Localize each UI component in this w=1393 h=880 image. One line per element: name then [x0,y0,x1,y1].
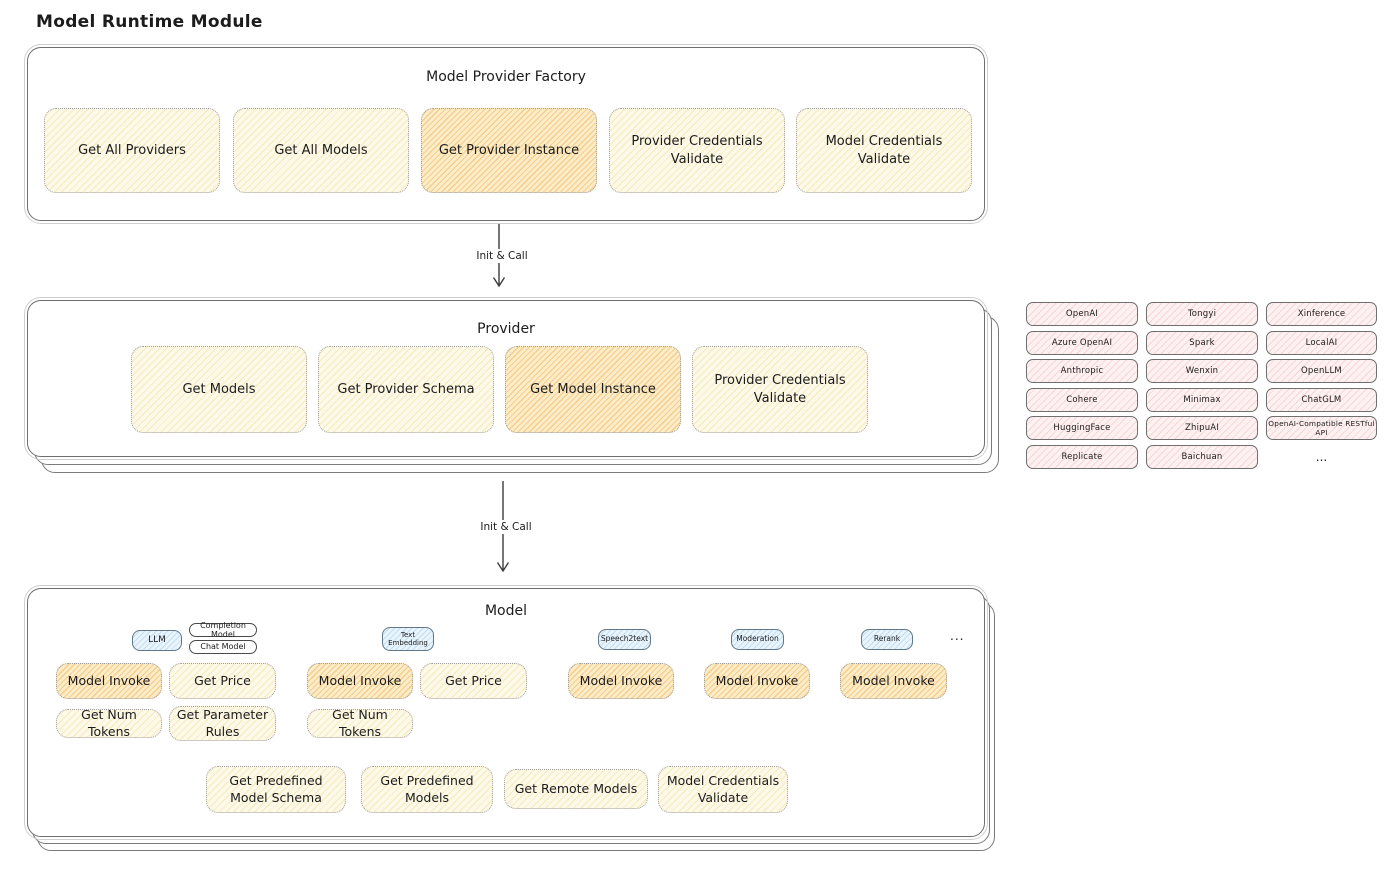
common-get-predefined-model-schema: Get Predefined Model Schema [206,766,346,813]
provider-pill-anthropic: Anthropic [1026,359,1138,383]
embedding-model-invoke: Model Invoke [307,663,413,699]
provider-pill-localai: LocalAI [1266,330,1377,355]
provider-pill-openai-compatible: OpenAI-Compatible RESTful API [1266,416,1377,440]
provider-pill-zhipuai: ZhipuAI [1146,416,1258,440]
provider-get-provider-schema: Get Provider Schema [318,346,494,433]
provider-pill-tongyi: Tongyi [1146,302,1258,326]
provider-pill-huggingface: HuggingFace [1026,416,1138,440]
llm-get-parameter-rules: Get Parameter Rules [169,706,276,741]
arrow-label-init-call-1: Init & Call [462,249,542,263]
model-container: Model LLM Completion Model Chat Model Te… [24,585,988,840]
factory-model-credentials-validate: Model Credentials Validate [796,108,972,193]
page-title: Model Runtime Module [36,12,263,32]
model-tags-more: ... [950,629,965,643]
provider-pill-xinference: Xinference [1266,302,1377,326]
provider-provider-credentials-validate: Provider Credentials Validate [692,346,868,433]
provider-pill-azure-openai: Azure OpenAI [1026,330,1138,355]
factory-get-all-providers: Get All Providers [44,108,220,193]
arrow-label-init-call-2: Init & Call [466,520,546,534]
provider-pill-spark: Spark [1146,330,1258,355]
llm-get-num-tokens: Get Num Tokens [56,707,162,739]
provider-get-models: Get Models [131,346,307,433]
tag-moderation: Moderation [731,629,784,650]
embedding-get-price: Get Price [420,663,527,699]
model-title: Model [484,603,528,619]
provider-pill-cohere: Cohere [1026,387,1138,412]
llm-get-price: Get Price [169,663,276,699]
factory-get-all-models: Get All Models [233,108,409,193]
provider-list-grid: OpenAI Tongyi Xinference Azure OpenAI Sp… [1026,302,1378,469]
provider-pill-wenxin: Wenxin [1146,359,1258,383]
provider-container: Provider Get Models Get Provider Schema … [24,297,988,460]
provider-get-model-instance: Get Model Instance [505,346,681,433]
common-get-remote-models: Get Remote Models [504,769,648,809]
provider-pill-replicate: Replicate [1026,444,1138,469]
provider-pill-minimax: Minimax [1146,387,1258,412]
llm-model-invoke: Model Invoke [56,663,162,699]
provider-list-more: ... [1315,449,1328,464]
common-get-predefined-models: Get Predefined Models [361,766,493,813]
tag-text-embedding: Text Embedding [382,627,434,651]
provider-pill-openllm: OpenLLM [1266,359,1377,383]
factory-get-provider-instance: Get Provider Instance [421,108,597,193]
tag-chat-model: Chat Model [189,640,257,654]
factory-container: Model Provider Factory Get All Providers… [24,44,988,224]
factory-provider-credentials-validate: Provider Credentials Validate [609,108,785,193]
tag-speech2text: Speech2text [598,629,651,650]
tag-completion-model: Completion Model [189,621,257,639]
provider-pill-openai: OpenAI [1026,302,1138,326]
common-model-credentials-validate: Model Credentials Validate [658,766,788,813]
tag-llm: LLM [132,630,182,651]
tag-rerank: Rerank [861,629,913,650]
provider-title: Provider [477,321,535,337]
factory-title: Model Provider Factory [426,69,586,85]
moderation-model-invoke: Model Invoke [704,663,810,699]
speech2text-model-invoke: Model Invoke [568,663,674,699]
rerank-model-invoke: Model Invoke [840,663,947,699]
embedding-get-num-tokens: Get Num Tokens [307,707,413,739]
provider-pill-baichuan: Baichuan [1146,444,1258,469]
provider-pill-chatglm: ChatGLM [1266,387,1377,412]
